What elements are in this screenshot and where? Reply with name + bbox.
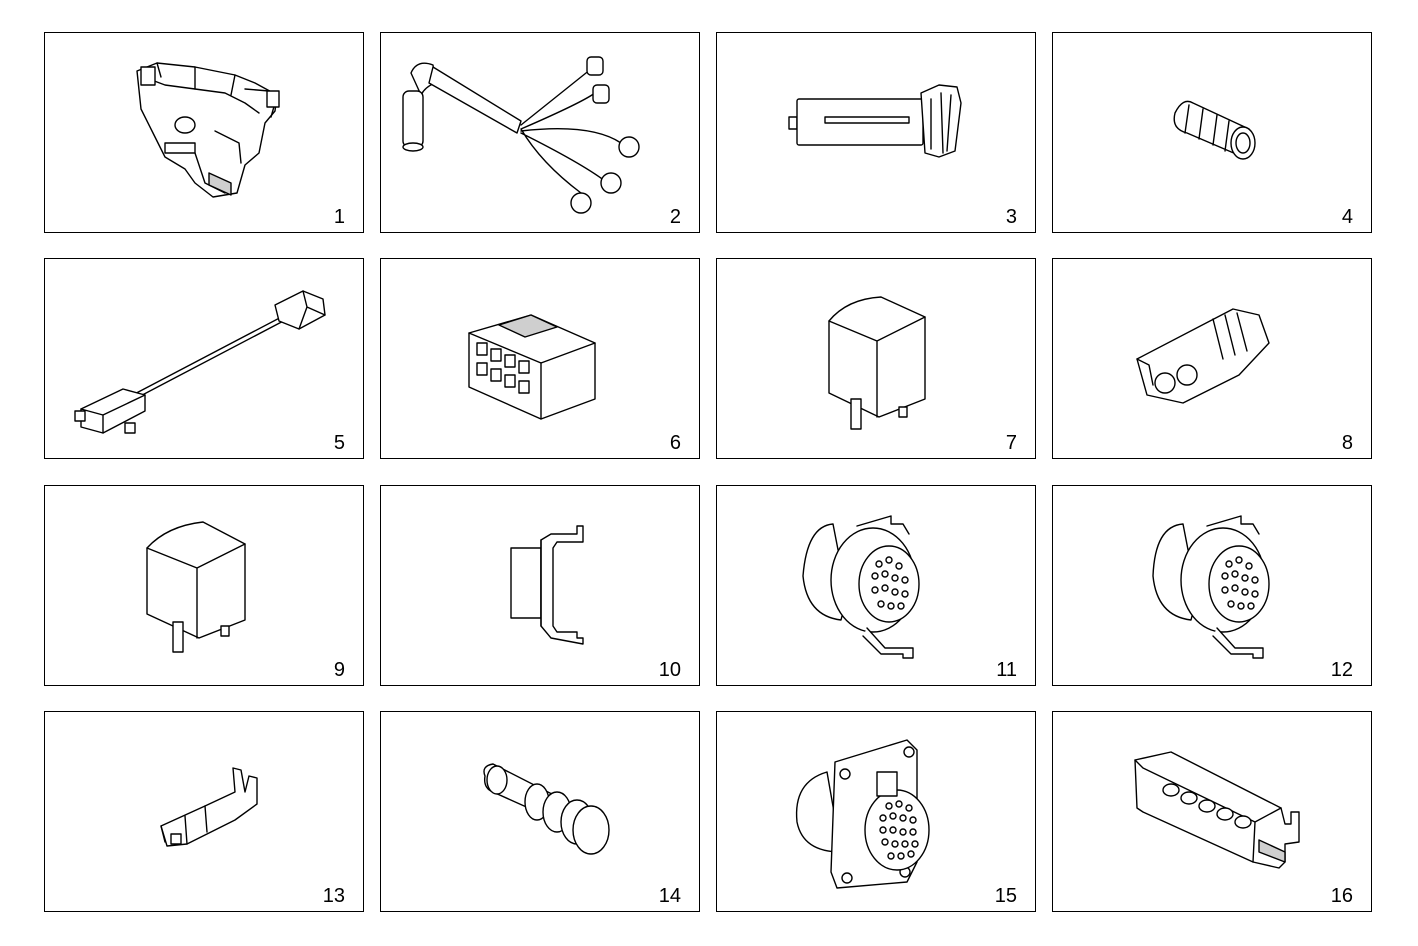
parts-grid: 1 2 3 [44,32,1374,914]
part-number: 3 [1005,206,1017,228]
part-number: 16 [1330,885,1353,907]
part-number: 7 [1005,432,1017,454]
part-cell-2[interactable]: 2 [380,32,700,233]
part-cell-12[interactable]: 12 [1052,485,1372,686]
part-number: 1 [333,206,345,228]
plug-seal-icon [483,763,610,855]
round-connector-icon [1152,515,1270,659]
connector-housing-icon [136,62,280,198]
part-cell-16[interactable]: 16 [1052,711,1372,912]
part-cell-5[interactable]: 5 [44,258,364,459]
part-cell-10[interactable]: 10 [380,485,700,686]
part-number: 14 [658,885,681,907]
part-cell-13[interactable]: 13 [44,711,364,912]
multi-pin-connector-icon [468,314,596,420]
part-cell-3[interactable]: 3 [716,32,1036,233]
two-pole-connector-icon [1136,308,1270,404]
cable-seal-icon [1173,100,1256,160]
part-number: 6 [669,432,681,454]
sensor-with-cable-icon [74,290,326,434]
relay-icon [828,296,926,430]
part-number: 5 [333,432,345,454]
part-number: 10 [658,659,681,681]
sensor-plug-icon [788,84,962,158]
part-cell-1[interactable]: 1 [44,32,364,233]
part-number: 9 [333,659,345,681]
part-cell-6[interactable]: 6 [380,258,700,459]
part-cell-11[interactable]: 11 [716,485,1036,686]
part-number: 13 [322,885,345,907]
wiring-harness-icon [402,56,640,214]
relay-icon [146,521,246,653]
part-cell-9[interactable]: 9 [44,485,364,686]
terminal-icon [160,767,258,847]
part-cell-7[interactable]: 7 [716,258,1036,459]
part-cell-14[interactable]: 14 [380,711,700,912]
part-cell-8[interactable]: 8 [1052,258,1372,459]
part-number: 8 [1341,432,1353,454]
part-number: 15 [994,885,1017,907]
part-cell-15[interactable]: 15 [716,711,1036,912]
part-cell-4[interactable]: 4 [1052,32,1372,233]
socket-connector-icon [510,525,584,645]
terminal-block-icon [1134,751,1300,869]
part-number: 4 [1341,206,1353,228]
flange-connector-icon [795,739,930,889]
round-connector-icon [802,515,920,659]
part-number: 2 [669,206,681,228]
part-number: 12 [1330,659,1353,681]
part-number: 11 [996,659,1017,681]
